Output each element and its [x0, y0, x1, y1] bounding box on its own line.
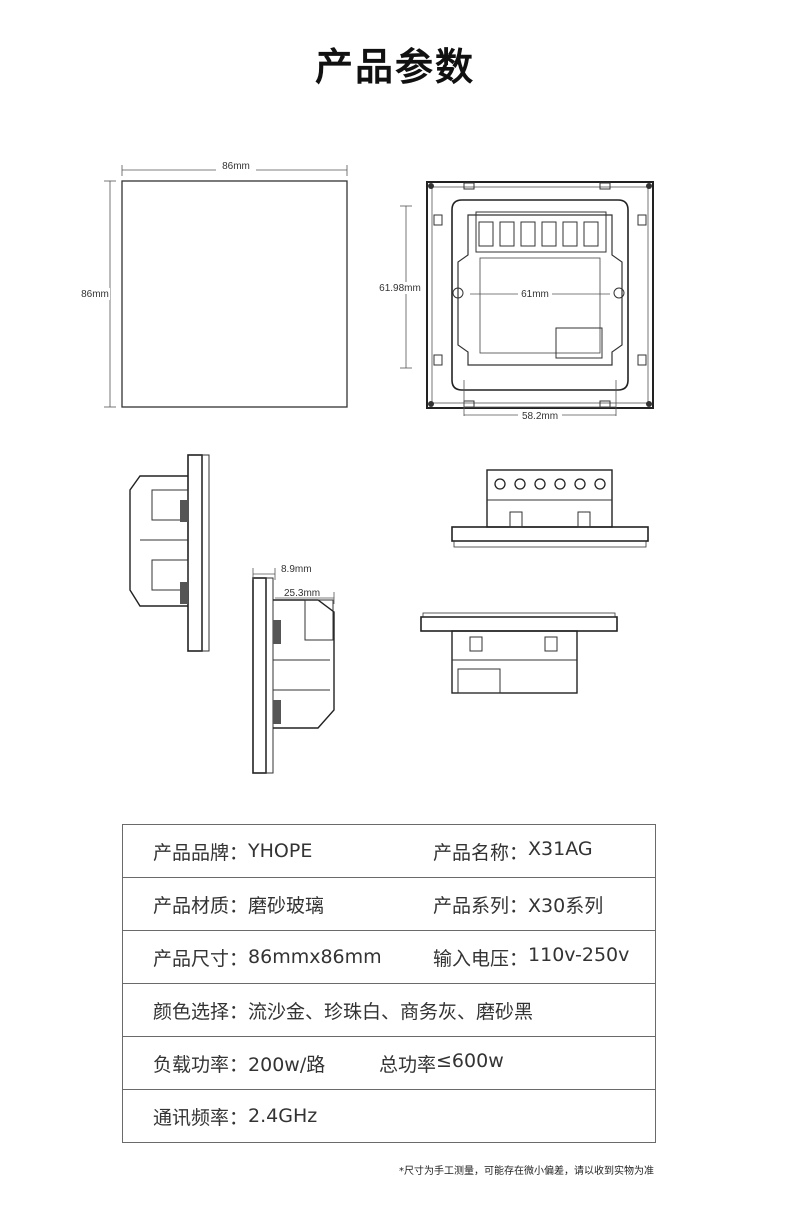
bottom-view-drawing	[420, 612, 618, 694]
spec-key: 通讯频率：	[153, 1106, 249, 1129]
spec-row: 负载功率： 200w/路 总功率 ≤600w	[122, 1036, 656, 1090]
side-view-b-drawing: 8.9mm 25.3mm	[252, 564, 335, 774]
front-height-label: 86mm	[81, 289, 109, 300]
side-depth-2-label: 25.3mm	[284, 588, 320, 599]
spec-value: X31AG	[528, 837, 593, 860]
spec-value: X30系列	[528, 894, 604, 917]
spec-key: 产品材质：	[153, 894, 249, 917]
spec-row: 产品材质： 磨砂玻璃 产品系列： X30系列	[122, 877, 656, 931]
top-view-drawing	[451, 469, 649, 548]
spec-value: ≤600w	[436, 1049, 504, 1072]
spec-value: 110v-250v	[528, 943, 630, 966]
spec-col2: 输入电压： 110v-250v	[433, 944, 629, 971]
spec-key: 产品名称：	[433, 841, 529, 864]
spec-row: 产品品牌： YHOPE 产品名称： X31AG	[123, 825, 656, 878]
spec-key: 产品品牌：	[153, 841, 249, 864]
spec-value: 86mmx86mm	[248, 946, 382, 968]
spec-row: 产品尺寸： 86mmx86mm 输入电压： 110v-250v	[122, 930, 656, 984]
technical-drawings: 86mm 86mm	[76, 160, 654, 774]
footnote: *尺寸为手工测量，可能存在微小偏差，请以收到实物为准	[399, 1166, 654, 1177]
back-bottom-width-label: 58.2mm	[522, 411, 558, 422]
spec-col2: 产品名称： X31AG	[433, 838, 593, 865]
spec-col2: 产品系列： X30系列	[433, 891, 603, 918]
spec-key: 总功率	[379, 1053, 437, 1076]
back-height-label: 61.98mm	[379, 283, 421, 294]
side-depth-1-label: 8.9mm	[281, 564, 312, 575]
spec-key: 输入电压：	[433, 947, 529, 970]
spec-key: 产品系列：	[433, 894, 529, 917]
spec-key: 负载功率：	[153, 1053, 249, 1076]
spec-value: 200w/路	[248, 1053, 326, 1076]
back-view-drawing: 61.98mm 61mm 58.2mm	[375, 181, 654, 422]
spec-table: 产品品牌： YHOPE 产品名称： X31AG 产品材质： 磨砂玻璃 产品系列：…	[122, 824, 656, 1143]
spec-value: 磨砂玻璃	[248, 894, 325, 917]
spec-value: 2.4GHz	[248, 1105, 318, 1127]
spec-row: 颜色选择： 流沙金、珍珠白、商务灰、磨砂黑	[122, 983, 656, 1037]
side-view-a-drawing	[129, 454, 210, 652]
back-inner-width-label: 61mm	[521, 289, 549, 300]
spec-value: 流沙金、珍珠白、商务灰、磨砂黑	[248, 1000, 534, 1023]
spec-key: 产品尺寸：	[153, 947, 249, 970]
spec-col2: 总功率 ≤600w	[379, 1050, 504, 1077]
spec-key: 颜色选择：	[153, 1000, 249, 1023]
spec-value: YHOPE	[248, 840, 313, 862]
front-view-drawing: 86mm 86mm	[76, 160, 348, 408]
front-width-label: 86mm	[222, 161, 250, 172]
page-title: 产品参数	[314, 45, 475, 89]
spec-row: 通讯频率： 2.4GHz	[122, 1089, 656, 1143]
